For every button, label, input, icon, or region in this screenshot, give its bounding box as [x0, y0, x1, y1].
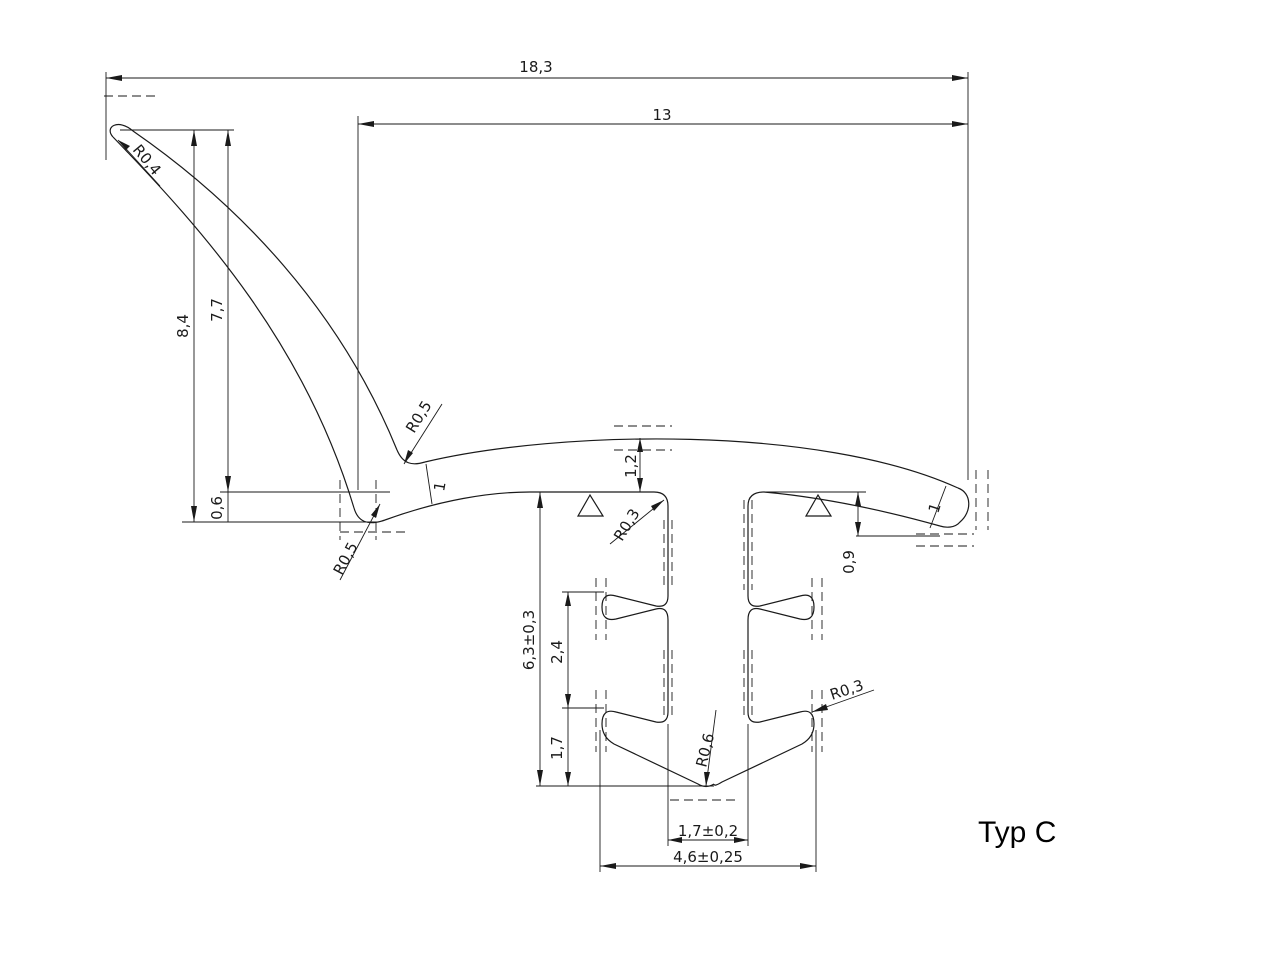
construction-lines [104, 95, 989, 801]
datum-symbols [576, 493, 833, 517]
dimension-labels: 18,3 13 8,4 7,7 0,6 R0,4 R0,5 1 R0,5 1,2… [129, 58, 945, 866]
drawing-title: Typ C [978, 816, 1056, 849]
top-arch [424, 438, 959, 489]
left-lip-inner-fillet [396, 449, 426, 465]
right-lip-underside [763, 491, 941, 527]
dim-stem-radius: R0,3 [610, 506, 643, 545]
dim-slot-width: 1,7±0,2 [678, 822, 738, 840]
dim-arch-height: 1,2 [622, 454, 640, 478]
dim-lip-thickness: 1 [430, 480, 449, 493]
left-lip-rounded-tip [109, 123, 134, 138]
stem-left-side [601, 491, 715, 788]
dim-height-outer: 8,4 [174, 314, 192, 338]
dim-right-lip: 1 [925, 501, 945, 516]
stem-right-side [713, 491, 815, 786]
dim-total-width: 18,3 [519, 58, 552, 76]
dim-bottom-radius: R0,5 [330, 539, 362, 578]
right-lip-tip [939, 487, 970, 528]
dim-inner-radius: R0,5 [402, 398, 435, 437]
dim-tip-radius: R0,6 [692, 731, 718, 769]
dim-stem-height: 6,3±0,3 [520, 610, 538, 670]
left-bottom-fillet [353, 507, 386, 524]
dim-right-depth: 0,9 [840, 550, 858, 574]
dim-base-thickness: 0,6 [208, 496, 226, 520]
left-lip-inner-edge [132, 130, 398, 451]
datum-triangle-right [804, 493, 833, 517]
dim-fin-pitch: 2,4 [548, 640, 566, 664]
dim-fin-width: 4,6±0,25 [673, 848, 743, 866]
dim-right-width: 13 [652, 106, 671, 124]
dimension-lines [105, 72, 969, 872]
left-lip-outer-edge [112, 136, 355, 509]
dim-fin-bottom: 1,7 [548, 736, 566, 760]
left-underside [384, 491, 654, 521]
profile-outline [109, 123, 970, 788]
datum-triangle-left [576, 493, 605, 517]
dim-height-inner: 7,7 [208, 298, 226, 322]
